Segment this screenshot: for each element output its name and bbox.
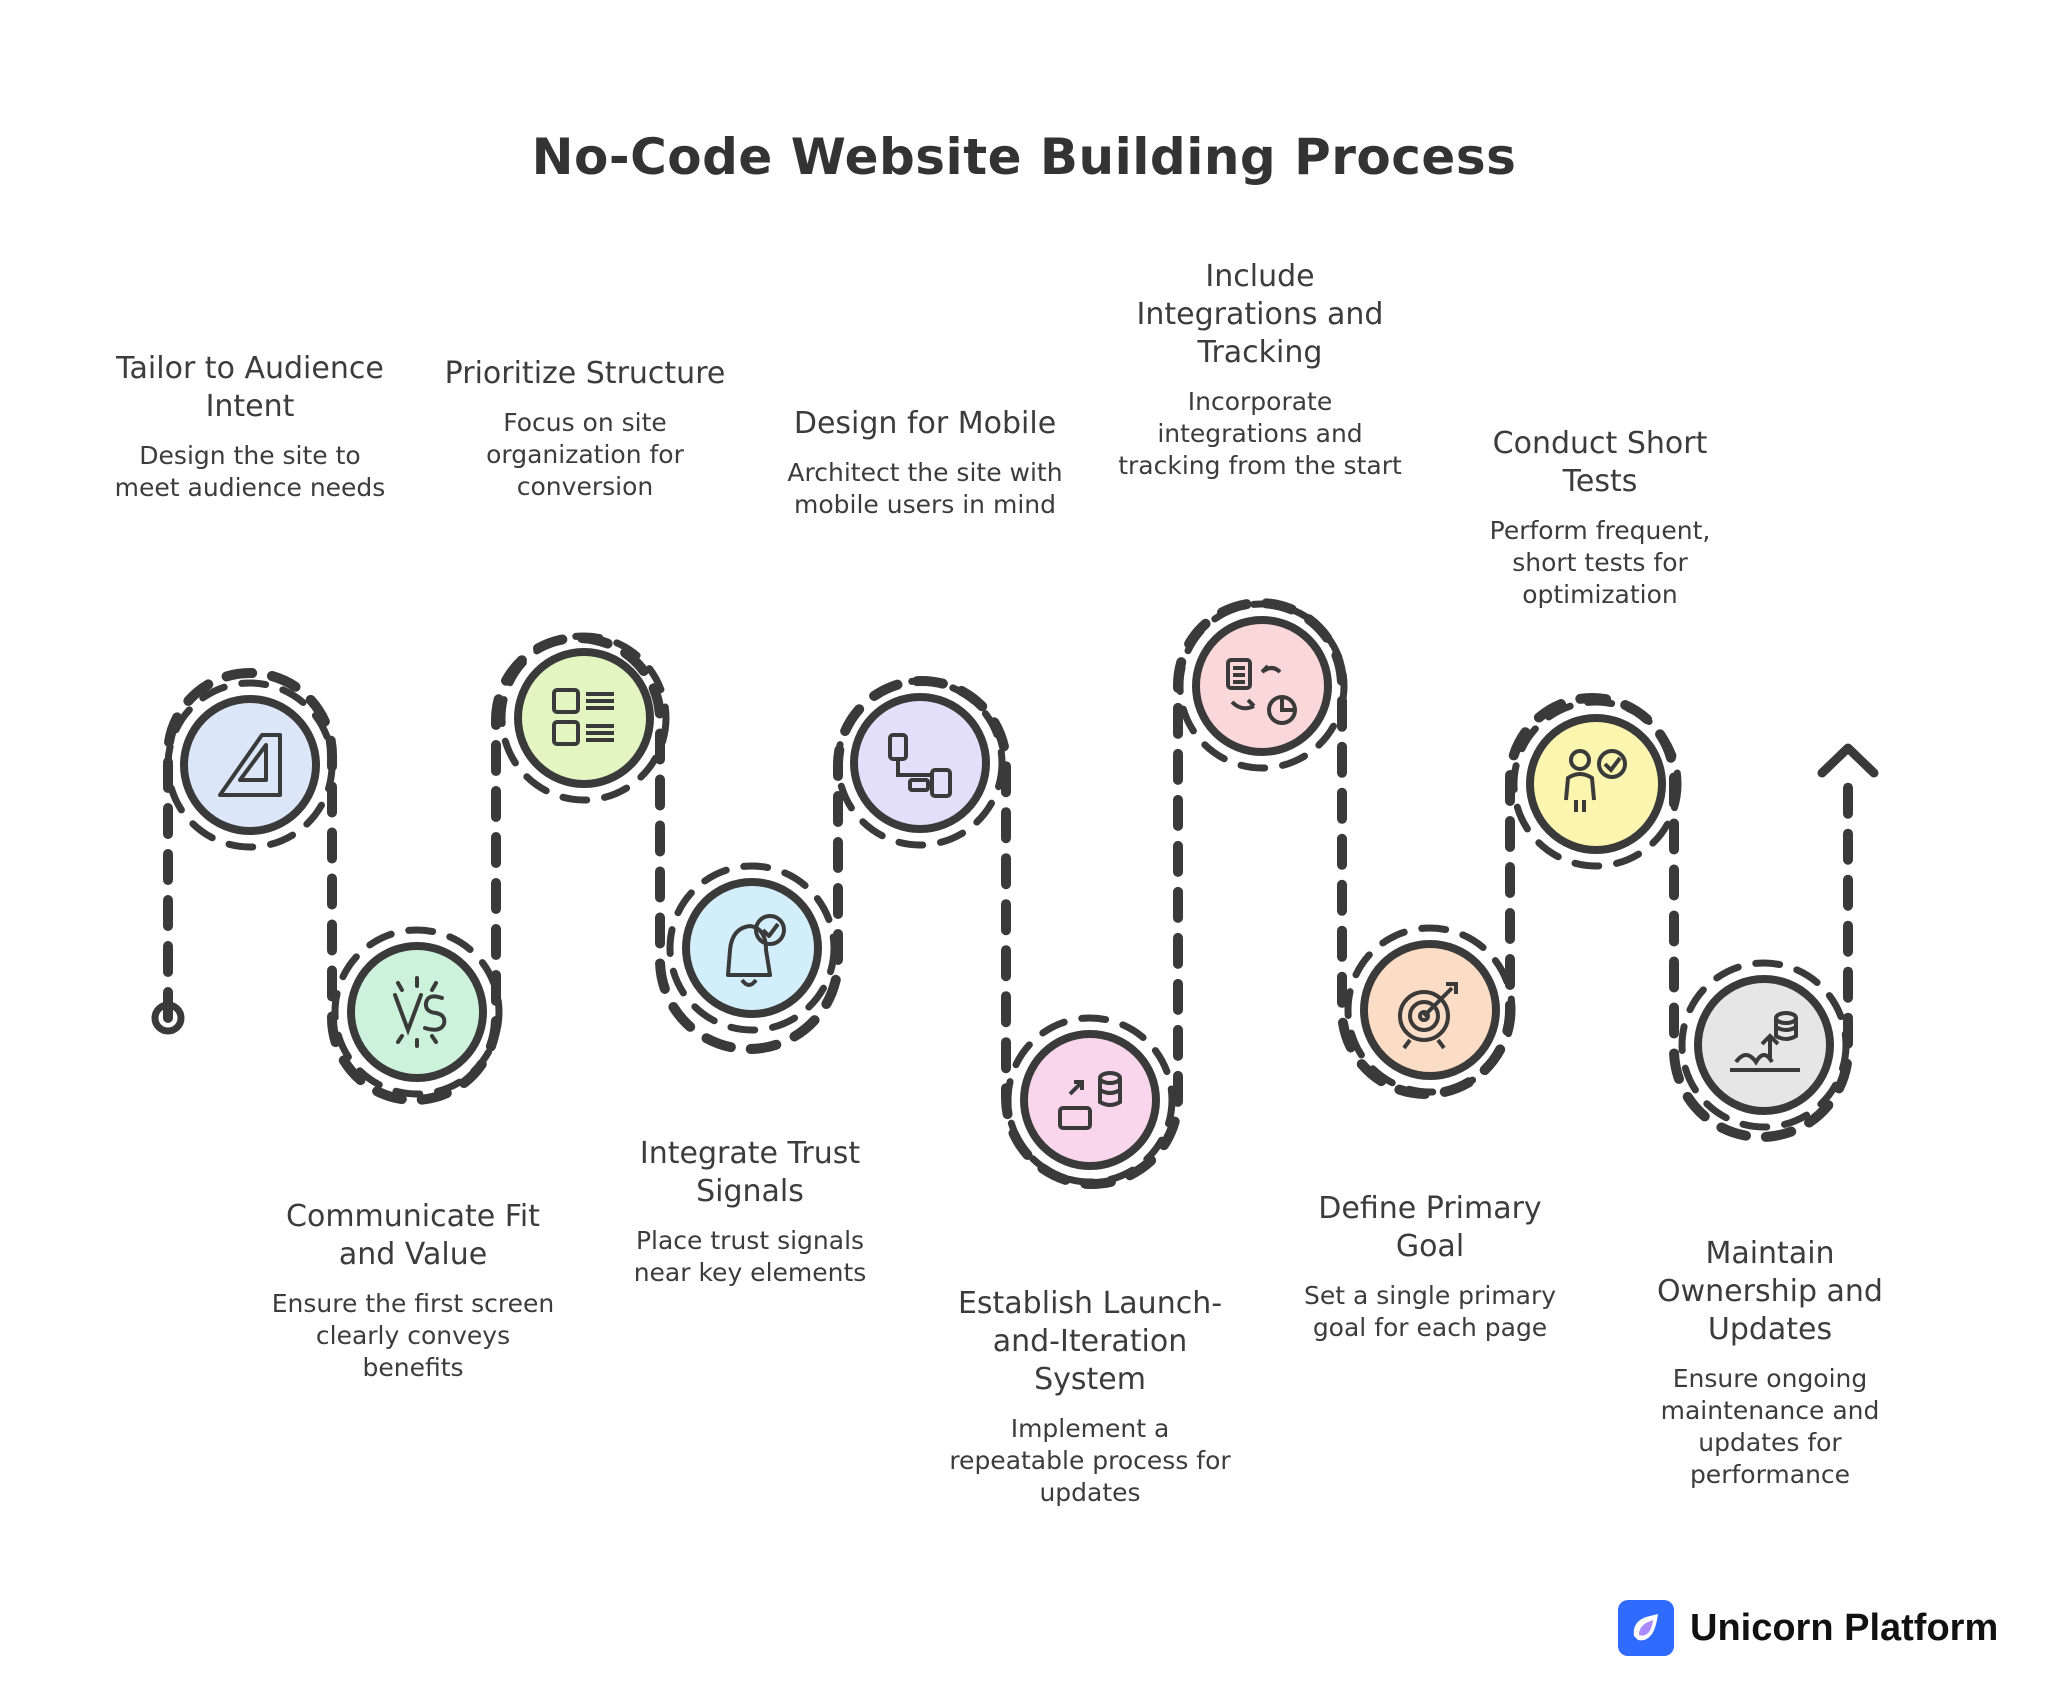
step-title: Establish Launch-and-Iteration System xyxy=(957,1286,1223,1397)
bell-check-icon xyxy=(726,914,786,987)
checklist-grid-icon xyxy=(552,688,614,746)
document-chart-icon xyxy=(1226,658,1297,725)
step-7-node xyxy=(1192,616,1332,756)
step-description: Ensure ongoing maintenance and updates f… xyxy=(1660,1364,1880,1489)
database-sync-icon xyxy=(1058,1071,1122,1130)
step-8-ring xyxy=(1344,924,1516,1096)
step-3-label: Prioritize Structure Focus on site organ… xyxy=(440,355,730,503)
start-dot xyxy=(151,1001,185,1035)
step-6-node xyxy=(1020,1030,1160,1170)
step-3-ring xyxy=(498,632,670,804)
step-9-label: Conduct Short Tests Perform frequent, sh… xyxy=(1455,425,1745,611)
step-description: Design the site to meet audience needs xyxy=(114,441,386,502)
unicorn-logo-icon xyxy=(1618,1600,1674,1656)
step-6-ring xyxy=(1004,1014,1176,1186)
step-2-ring xyxy=(331,926,503,1098)
step-description: Incorporate integrations and tracking fr… xyxy=(1118,387,1402,480)
database-upload-icon xyxy=(1730,1011,1800,1072)
versus-icon xyxy=(393,976,447,1048)
step-10-node xyxy=(1694,975,1834,1115)
step-2-label: Communicate Fit and Value Ensure the fir… xyxy=(268,1198,558,1384)
step-title: Integrate Trust Signals xyxy=(639,1136,861,1209)
step-description: Place trust signals near key elements xyxy=(633,1226,867,1287)
step-title: Include Integrations and Tracking xyxy=(1136,259,1384,370)
step-4-label: Integrate Trust Signals Place trust sign… xyxy=(605,1135,895,1289)
step-3-node xyxy=(514,648,654,788)
step-description: Architect the site with mobile users in … xyxy=(787,458,1063,519)
step-8-node xyxy=(1360,940,1500,1080)
step-description: Implement a repeatable process for updat… xyxy=(949,1414,1231,1507)
step-10-ring xyxy=(1678,959,1850,1131)
step-1-label: Tailor to Audience Intent Design the sit… xyxy=(105,350,395,504)
step-title: Prioritize Structure xyxy=(444,356,726,391)
step-2-node xyxy=(347,942,487,1082)
mobile-flow-icon xyxy=(888,733,952,798)
target-icon xyxy=(1398,982,1458,1050)
step-description: Ensure the first screen clearly conveys … xyxy=(271,1289,555,1382)
step-description: Focus on site organization for conversio… xyxy=(486,408,684,501)
flow-path xyxy=(163,598,1853,1189)
step-title: Conduct Short Tests xyxy=(1492,426,1708,499)
step-5-label: Design for Mobile Architect the site wit… xyxy=(780,405,1070,521)
person-check-icon xyxy=(1564,749,1627,812)
step-8-label: Define Primary Goal Set a single primary… xyxy=(1285,1190,1575,1344)
step-title: Design for Mobile xyxy=(793,406,1057,441)
step-1-ring xyxy=(164,679,336,851)
step-5-node xyxy=(850,693,990,833)
end-arrow-icon xyxy=(1817,743,1879,778)
step-title: Define Primary Goal xyxy=(1318,1191,1542,1264)
step-6-label: Establish Launch-and-Iteration System Im… xyxy=(945,1285,1235,1509)
step-9-ring xyxy=(1510,698,1682,870)
brand-name: Unicorn Platform xyxy=(1690,1606,1999,1649)
step-description: Set a single primary goal for each page xyxy=(1303,1281,1557,1342)
step-7-ring xyxy=(1176,600,1348,772)
step-title: Communicate Fit and Value xyxy=(286,1199,540,1272)
step-title: Tailor to Audience Intent xyxy=(116,351,384,424)
step-4-ring xyxy=(666,862,838,1034)
step-title: Maintain Ownership and Updates xyxy=(1657,1236,1883,1347)
step-description: Perform frequent, short tests for optimi… xyxy=(1489,516,1711,609)
step-7-label: Include Integrations and Tracking Incorp… xyxy=(1115,258,1405,482)
step-9-node xyxy=(1526,714,1666,854)
step-1-node xyxy=(180,695,320,835)
diagonal-wedge-icon xyxy=(218,733,282,797)
diagram-title: No-Code Website Building Process xyxy=(531,128,1517,186)
step-4-node xyxy=(682,878,822,1018)
step-5-ring xyxy=(834,677,1006,849)
brand: Unicorn Platform xyxy=(1618,1600,1998,1656)
step-10-label: Maintain Ownership and Updates Ensure on… xyxy=(1625,1235,1915,1491)
